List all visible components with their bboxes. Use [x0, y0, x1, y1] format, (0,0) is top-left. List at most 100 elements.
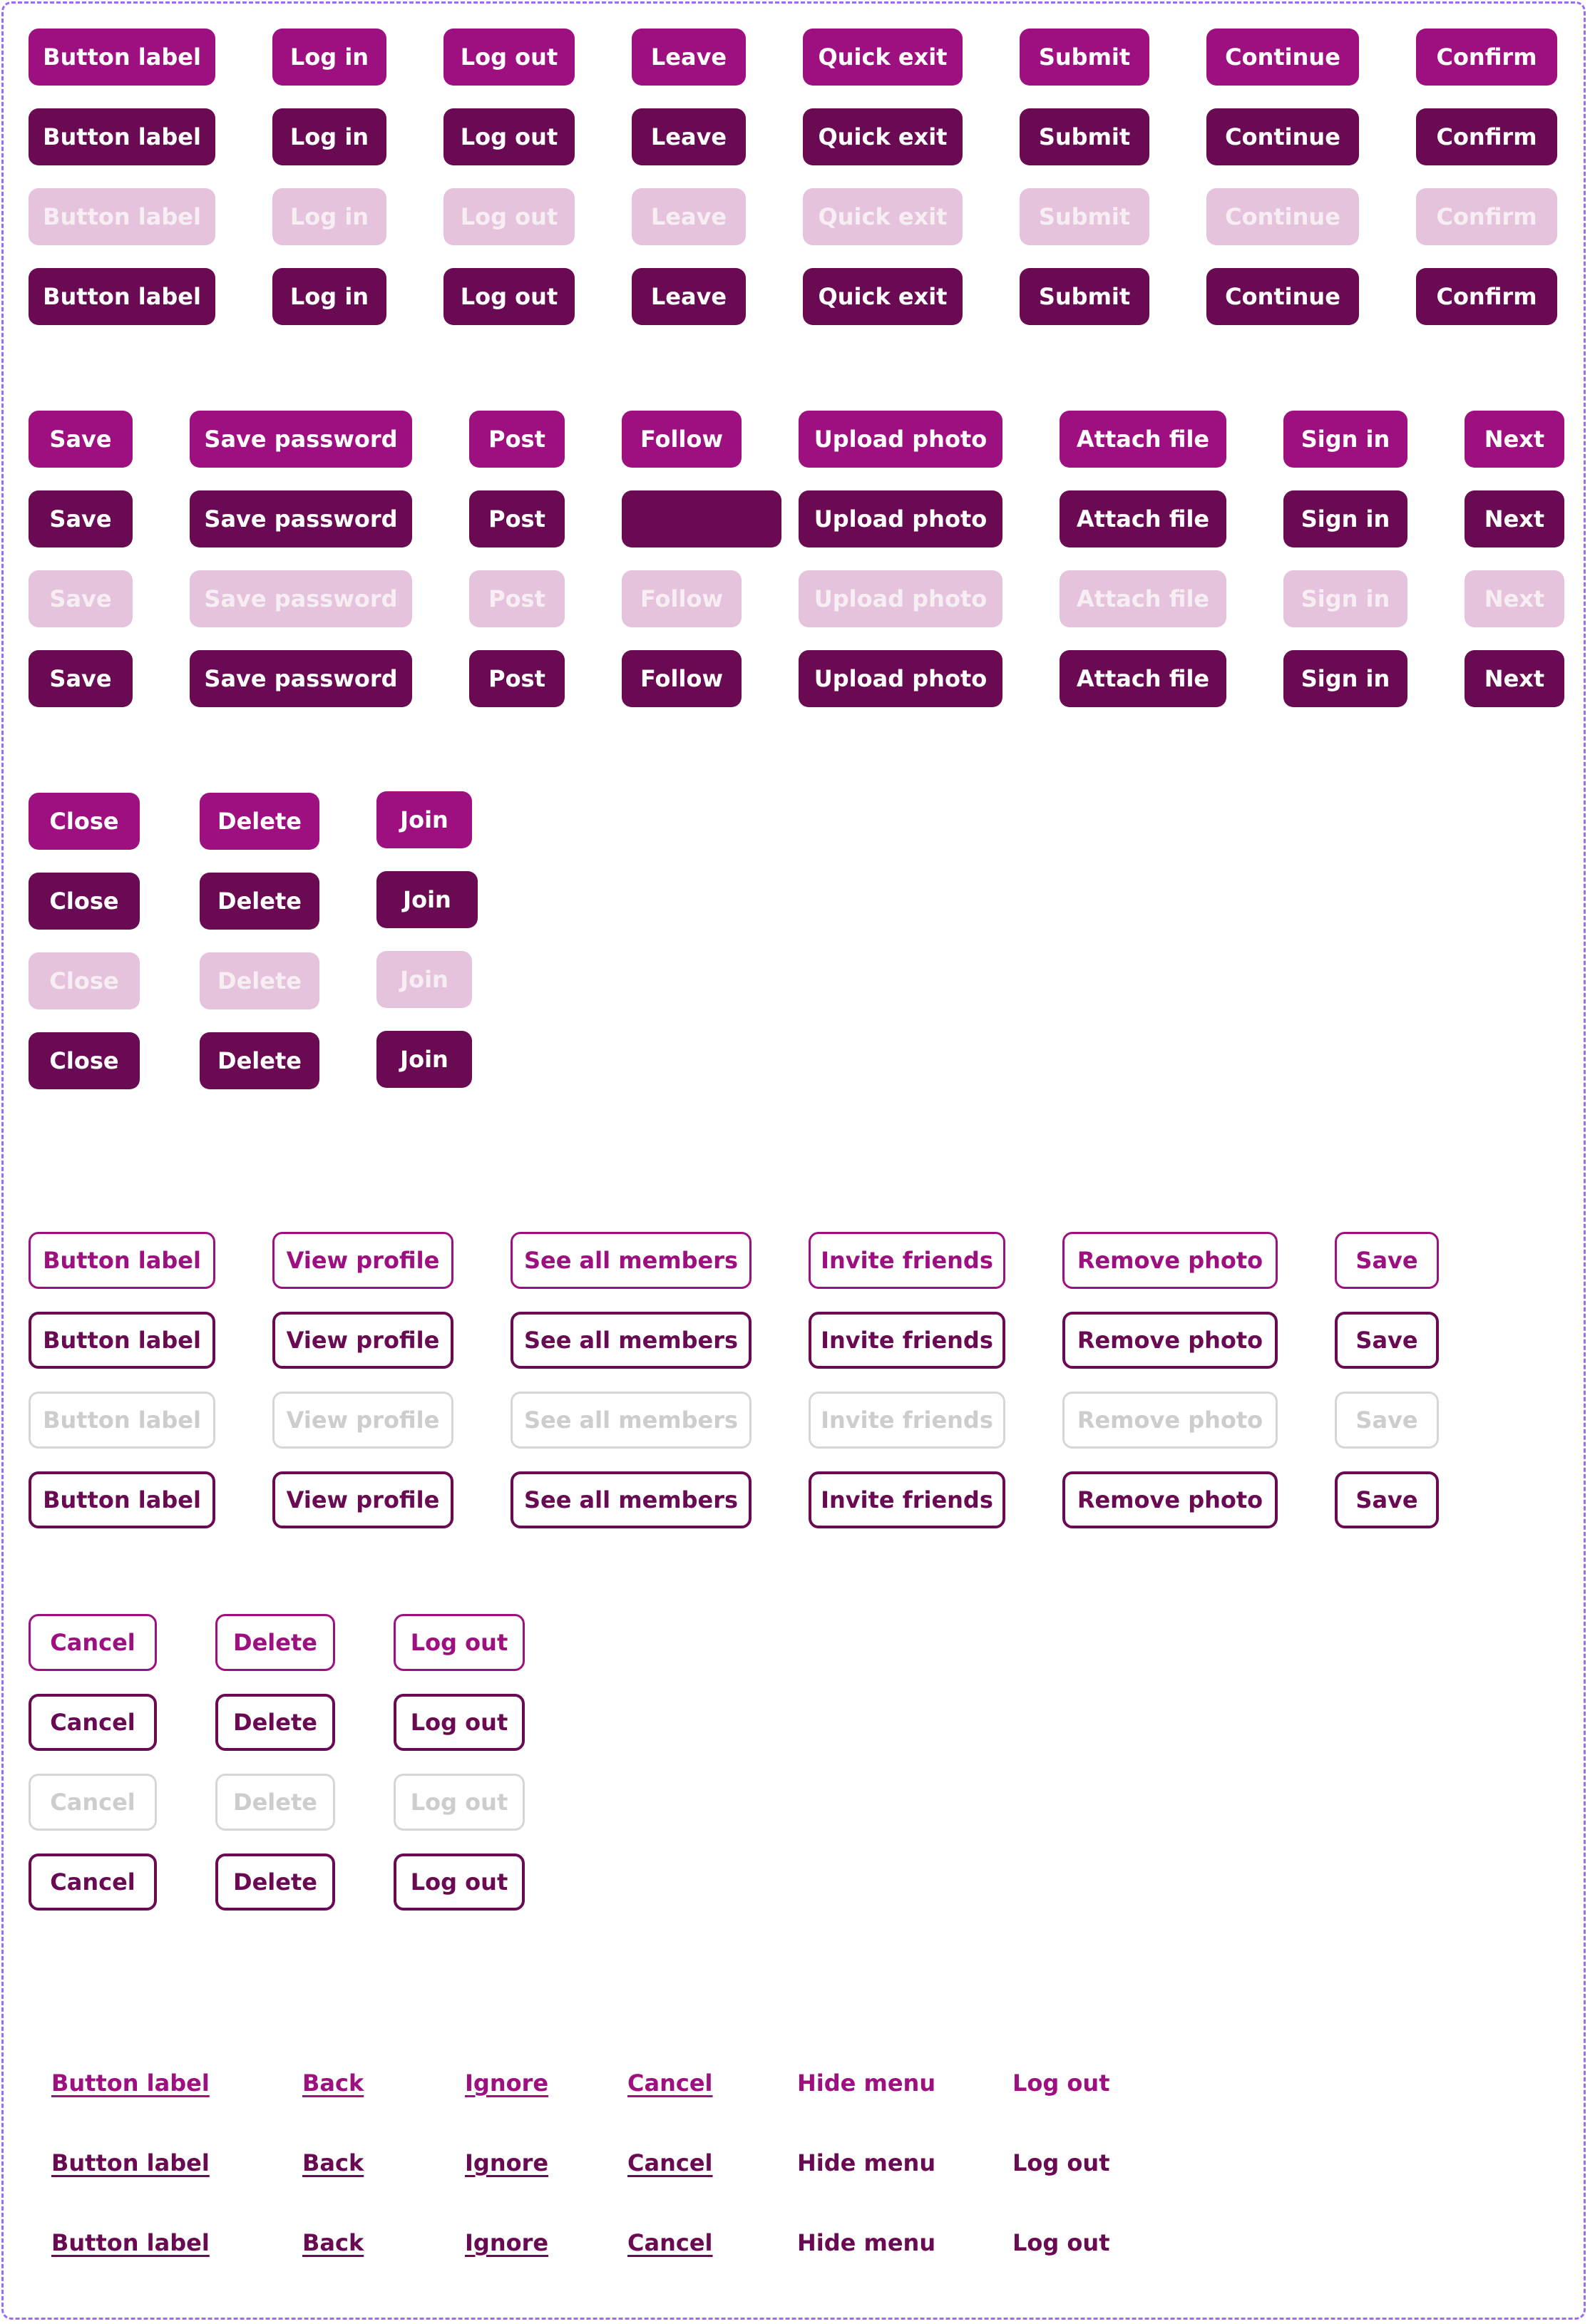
leave-button[interactable]: Leave	[632, 108, 746, 165]
see-all-members-button[interactable]: See all members	[511, 1232, 752, 1289]
attach-file-button[interactable]: Attach file	[1060, 490, 1226, 547]
leave-button[interactable]: Leave	[632, 268, 746, 325]
log-out-button[interactable]: Log out	[443, 29, 575, 86]
delete-button[interactable]: Delete	[200, 793, 319, 850]
save-button[interactable]: Save	[29, 490, 133, 547]
confirm-button[interactable]: Confirm	[1416, 108, 1557, 165]
leave-button[interactable]: Leave	[632, 29, 746, 86]
cancel-outline-button[interactable]: Cancel	[29, 1614, 157, 1671]
delete-outline-button[interactable]: Delete	[215, 1614, 335, 1671]
back-link[interactable]: Back	[302, 2229, 364, 2256]
log-out-link[interactable]: Log out	[1012, 2070, 1110, 2097]
upload-photo-button[interactable]: Upload photo	[799, 490, 1002, 547]
next-button[interactable]: Next	[1465, 411, 1564, 468]
cancel-outline-button[interactable]: Cancel	[29, 1694, 157, 1751]
hide-menu-link[interactable]: Hide menu	[797, 2229, 936, 2256]
sign-in-button[interactable]: Sign in	[1283, 490, 1407, 547]
log-out-button[interactable]: Log out	[443, 108, 575, 165]
view-profile-button[interactable]: View profile	[272, 1232, 453, 1289]
view-profile-button[interactable]: View profile	[272, 1312, 453, 1369]
button-label-outline-button[interactable]: Button label	[29, 1312, 215, 1369]
back-link[interactable]: Back	[302, 2070, 364, 2097]
see-all-members-button[interactable]: See all members	[511, 1471, 752, 1528]
cancel-link[interactable]: Cancel	[627, 2070, 713, 2097]
invite-friends-button[interactable]: Invite friends	[809, 1312, 1005, 1369]
hide-menu-link[interactable]: Hide menu	[797, 2149, 936, 2176]
sign-in-button[interactable]: Sign in	[1283, 411, 1407, 468]
close-button[interactable]: Close	[29, 793, 140, 850]
save-button[interactable]: Save	[29, 650, 133, 707]
log-out-button[interactable]: Log out	[443, 268, 575, 325]
invite-friends-button[interactable]: Invite friends	[809, 1232, 1005, 1289]
post-button[interactable]: Post	[469, 411, 565, 468]
save-password-button[interactable]: Save password	[190, 650, 412, 707]
log-out-link[interactable]: Log out	[1012, 2149, 1110, 2176]
cancel-outline-button[interactable]: Cancel	[29, 1853, 157, 1911]
button-label-link[interactable]: Button label	[51, 2149, 210, 2176]
confirm-button[interactable]: Confirm	[1416, 29, 1557, 86]
log-in-button[interactable]: Log in	[272, 108, 386, 165]
save-password-button[interactable]: Save password	[190, 411, 412, 468]
quick-exit-button[interactable]: Quick exit	[803, 108, 963, 165]
button-label-link[interactable]: Button label	[51, 2070, 210, 2097]
sign-in-button[interactable]: Sign in	[1283, 650, 1407, 707]
back-link[interactable]: Back	[302, 2149, 364, 2176]
cancel-link[interactable]: Cancel	[627, 2229, 713, 2256]
button-label-outline-button[interactable]: Button label	[29, 1232, 215, 1289]
log-out-outline-button[interactable]: Log out	[394, 1853, 525, 1911]
post-button[interactable]: Post	[469, 490, 565, 547]
log-out-outline-button[interactable]: Log out	[394, 1614, 525, 1671]
follow-button-empty[interactable]	[622, 490, 781, 547]
submit-button[interactable]: Submit	[1020, 108, 1149, 165]
join-button[interactable]: Join	[376, 1031, 472, 1088]
quick-exit-button[interactable]: Quick exit	[803, 29, 963, 86]
save-outline-button[interactable]: Save	[1335, 1312, 1439, 1369]
delete-outline-button[interactable]: Delete	[215, 1694, 335, 1751]
see-all-members-button[interactable]: See all members	[511, 1312, 752, 1369]
log-in-button[interactable]: Log in	[272, 29, 386, 86]
post-button[interactable]: Post	[469, 650, 565, 707]
delete-outline-button[interactable]: Delete	[215, 1853, 335, 1911]
continue-button[interactable]: Continue	[1206, 29, 1359, 86]
submit-button[interactable]: Submit	[1020, 29, 1149, 86]
submit-button[interactable]: Submit	[1020, 268, 1149, 325]
close-button[interactable]: Close	[29, 1032, 140, 1089]
upload-photo-button[interactable]: Upload photo	[799, 411, 1002, 468]
save-button[interactable]: Save	[29, 411, 133, 468]
join-button[interactable]: Join	[376, 791, 472, 848]
invite-friends-button[interactable]: Invite friends	[809, 1471, 1005, 1528]
button-label-link[interactable]: Button label	[51, 2229, 210, 2256]
button-label-button[interactable]: Button label	[29, 108, 215, 165]
next-button[interactable]: Next	[1465, 650, 1564, 707]
upload-photo-button[interactable]: Upload photo	[799, 650, 1002, 707]
delete-button[interactable]: Delete	[200, 873, 319, 930]
view-profile-button[interactable]: View profile	[272, 1471, 453, 1528]
ignore-link[interactable]: Ignore	[465, 2149, 549, 2176]
attach-file-button[interactable]: Attach file	[1060, 411, 1226, 468]
close-button[interactable]: Close	[29, 873, 140, 930]
quick-exit-button[interactable]: Quick exit	[803, 268, 963, 325]
join-button[interactable]: Join	[376, 871, 478, 928]
cancel-link[interactable]: Cancel	[627, 2149, 713, 2176]
button-label-button[interactable]: Button label	[29, 268, 215, 325]
attach-file-button[interactable]: Attach file	[1060, 650, 1226, 707]
remove-photo-button[interactable]: Remove photo	[1062, 1232, 1278, 1289]
remove-photo-button[interactable]: Remove photo	[1062, 1312, 1278, 1369]
follow-button[interactable]: Follow	[622, 650, 742, 707]
ignore-link[interactable]: Ignore	[465, 2070, 549, 2097]
next-button[interactable]: Next	[1465, 490, 1564, 547]
save-outline-button[interactable]: Save	[1335, 1471, 1439, 1528]
log-in-button[interactable]: Log in	[272, 268, 386, 325]
button-label-button[interactable]: Button label	[29, 29, 215, 86]
continue-button[interactable]: Continue	[1206, 108, 1359, 165]
log-out-link[interactable]: Log out	[1012, 2229, 1110, 2256]
save-password-button[interactable]: Save password	[190, 490, 412, 547]
button-label-outline-button[interactable]: Button label	[29, 1471, 215, 1528]
follow-button[interactable]: Follow	[622, 411, 742, 468]
confirm-button[interactable]: Confirm	[1416, 268, 1557, 325]
log-out-outline-button[interactable]: Log out	[394, 1694, 525, 1751]
save-outline-button[interactable]: Save	[1335, 1232, 1439, 1289]
ignore-link[interactable]: Ignore	[465, 2229, 549, 2256]
hide-menu-link[interactable]: Hide menu	[797, 2070, 936, 2097]
remove-photo-button[interactable]: Remove photo	[1062, 1471, 1278, 1528]
